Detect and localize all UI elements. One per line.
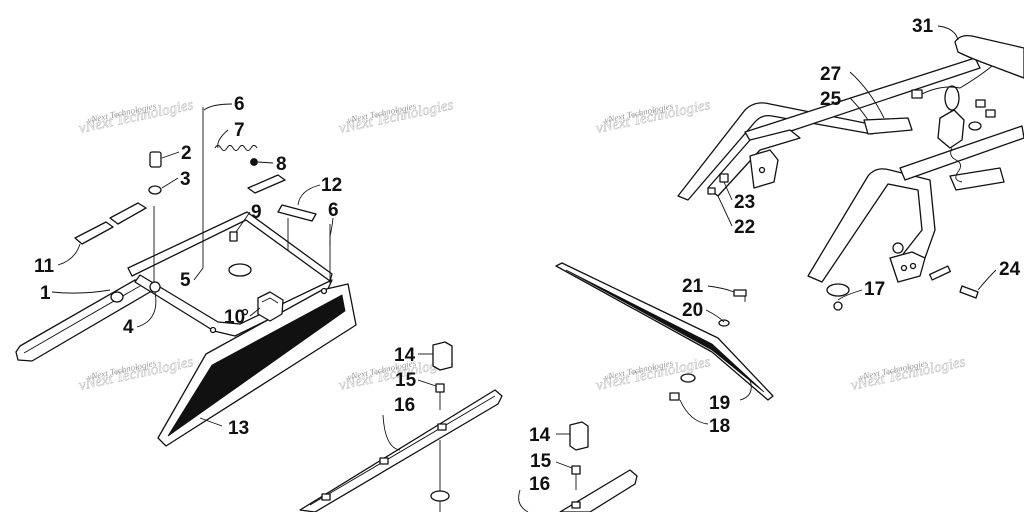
washer bbox=[148, 185, 162, 195]
callout-23: 23 bbox=[734, 192, 755, 213]
callout-5: 5 bbox=[180, 270, 191, 291]
callout-14: 14 bbox=[529, 425, 551, 446]
knob bbox=[149, 151, 162, 168]
right-side-rail-reflector bbox=[167, 294, 346, 437]
bumper-bar-lower bbox=[807, 168, 936, 283]
decal bbox=[949, 167, 1005, 191]
callout-7: 7 bbox=[234, 120, 245, 141]
callout-20: 20 bbox=[682, 300, 703, 321]
callout-labels: 1 2 3 4 5 6 6 7 8 9 10 11 12 13 14 14 15… bbox=[34, 16, 1021, 495]
callout-16: 16 bbox=[394, 395, 415, 416]
callout-17: 17 bbox=[864, 279, 885, 300]
callout-24: 24 bbox=[999, 259, 1021, 280]
callout-8: 8 bbox=[276, 154, 287, 175]
callout-12: 12 bbox=[321, 175, 342, 196]
watermark: vNext Technologies vNext Technologies bbox=[77, 97, 195, 138]
callout-9: 9 bbox=[251, 202, 262, 223]
rubber-pad bbox=[277, 204, 317, 222]
runner-assembly bbox=[299, 341, 638, 512]
rack-frame-assembly bbox=[15, 107, 357, 447]
callout-11: 11 bbox=[34, 256, 55, 277]
callout-2: 2 bbox=[181, 143, 192, 164]
spacer-block bbox=[569, 421, 589, 451]
bumper-bar bbox=[677, 102, 873, 201]
callout-13: 13 bbox=[228, 418, 249, 439]
spring bbox=[214, 145, 258, 151]
watermark: vNext Technologies vNext Technologies bbox=[594, 354, 712, 395]
callout-4: 4 bbox=[123, 317, 134, 338]
callout-25: 25 bbox=[820, 89, 842, 110]
spacer-block bbox=[432, 341, 453, 371]
callout-27: 27 bbox=[820, 64, 841, 85]
mount-bracket bbox=[889, 251, 926, 283]
decal bbox=[863, 117, 913, 135]
latch-bracket bbox=[257, 291, 284, 322]
callout-22: 22 bbox=[734, 217, 755, 238]
callout-10: 10 bbox=[224, 307, 245, 328]
nut bbox=[892, 242, 904, 254]
callout-6: 6 bbox=[234, 94, 245, 115]
bolt bbox=[571, 465, 581, 475]
rubber-pad bbox=[109, 202, 147, 225]
rubber-pad bbox=[247, 174, 286, 194]
screw bbox=[733, 289, 747, 297]
callout-21: 21 bbox=[682, 276, 704, 297]
nut bbox=[833, 301, 843, 311]
bumper-assembly bbox=[677, 34, 1024, 311]
top-handle bbox=[954, 34, 1024, 79]
watermark: vNext Technologies vNext Technologies bbox=[337, 97, 455, 138]
callout-31: 31 bbox=[912, 16, 934, 37]
leader-lines bbox=[51, 25, 997, 512]
callout-6: 6 bbox=[328, 200, 339, 221]
callout-19: 19 bbox=[709, 393, 730, 414]
callout-14: 14 bbox=[394, 345, 416, 366]
nut bbox=[669, 392, 680, 401]
callout-15: 15 bbox=[395, 370, 417, 391]
skid-plate-assembly bbox=[555, 262, 774, 401]
bolt bbox=[435, 383, 445, 393]
callout-18: 18 bbox=[709, 416, 730, 437]
watermark: vNext Technologies vNext Technologies bbox=[77, 354, 195, 395]
tow-hitch-hook bbox=[937, 109, 965, 149]
watermark: vNext Technologies vNext Technologies bbox=[849, 354, 967, 395]
rubber-pad bbox=[74, 221, 114, 245]
callout-3: 3 bbox=[180, 169, 191, 190]
callout-16: 16 bbox=[529, 474, 550, 495]
callout-1: 1 bbox=[40, 283, 51, 304]
watermark: vNext Technologies vNext Technologies bbox=[594, 97, 712, 138]
callout-15: 15 bbox=[530, 451, 552, 472]
nut bbox=[250, 158, 258, 166]
bolt bbox=[959, 285, 979, 299]
